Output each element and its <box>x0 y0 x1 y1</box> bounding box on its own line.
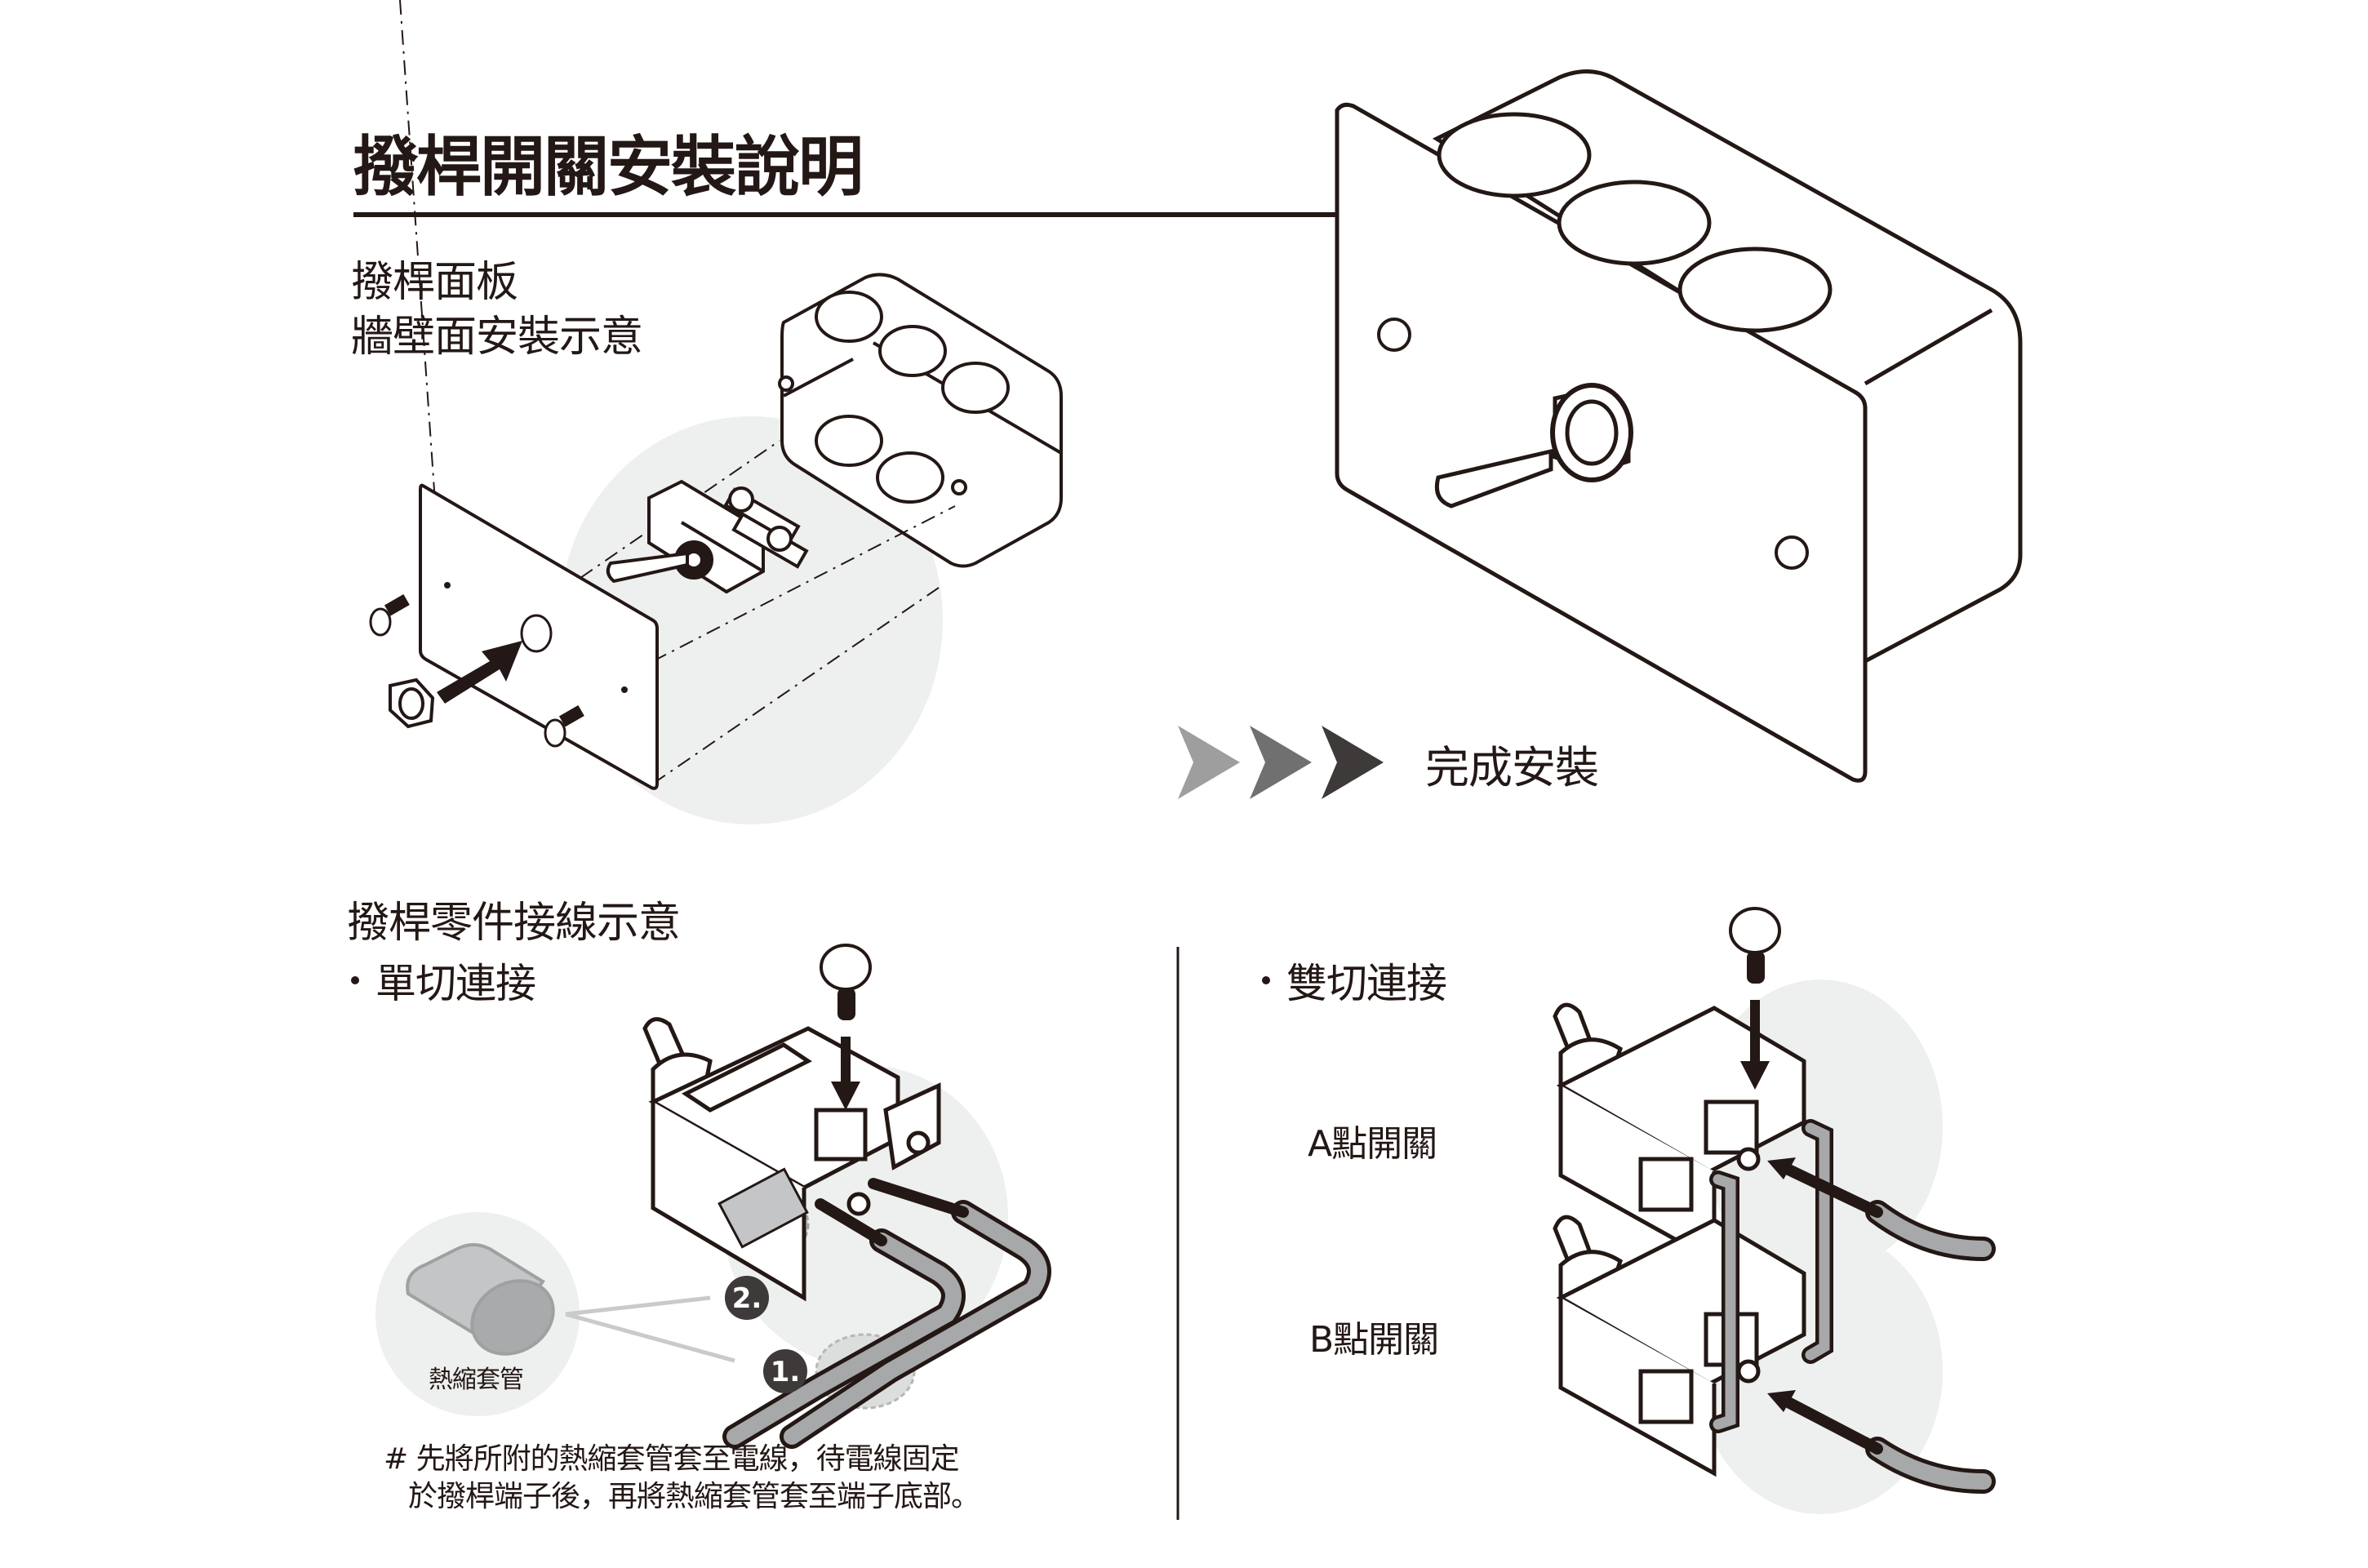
single-cut-diagram: 2. 1. <box>375 944 1051 1449</box>
note-line-2: 於撥桿端子後，再將熱縮套管套至端子底部。 <box>408 1480 980 1513</box>
installed-switch-box <box>1335 69 2023 783</box>
insert-arrow-icon <box>437 641 522 704</box>
chevron-arrow-1 <box>1178 726 1240 799</box>
double-cut-diagram <box>1553 907 1996 1514</box>
panel-section-title-line1: 撥桿面板 <box>351 258 518 307</box>
heat-shrink-label: 熱縮套管 <box>429 1366 524 1394</box>
exploded-view <box>369 0 1063 824</box>
double-cut-heading: 雙切連接 <box>1262 951 1447 1010</box>
screw-icon <box>369 593 584 748</box>
screw-icon <box>1729 907 1781 1090</box>
bullet-icon <box>351 976 359 984</box>
bullet-icon <box>1262 976 1270 984</box>
wiring-section-heading: 撥桿零件接線示意 <box>347 899 681 948</box>
chevron-arrow-2 <box>1250 726 1312 799</box>
step-badge-2: 2. <box>725 1276 769 1320</box>
step-badge-1: 1. <box>763 1349 807 1393</box>
switch-a-label: A點開關 <box>1308 1123 1437 1165</box>
completion-label: 完成安裝 <box>1425 742 1599 793</box>
single-cut-label: 單切連接 <box>375 960 536 1007</box>
svg-text:2.: 2. <box>732 1282 762 1315</box>
double-cut-label: 雙切連接 <box>1286 960 1447 1007</box>
hex-nut-icon <box>389 677 435 729</box>
page-title: 撥桿開關安裝說明 <box>353 129 864 205</box>
junction-box-small-icon <box>778 273 1063 568</box>
toggle-switch-small-icon <box>606 479 809 594</box>
heat-shrink-tube-icon <box>406 1243 555 1356</box>
screw-icon <box>820 944 872 1110</box>
installation-note: # 先將所附的熱縮套管套至電線，待電線固定 於撥桿端子後，再將熱縮套管套至端子底… <box>384 1441 980 1516</box>
svg-text:1.: 1. <box>771 1356 801 1388</box>
single-cut-heading: 單切連接 <box>351 951 536 1010</box>
note-line-1: # 先將所附的熱縮套管套至電線，待電線固定 <box>384 1442 960 1476</box>
completion-arrows <box>1178 726 1384 799</box>
switch-b-label: B點開關 <box>1309 1319 1439 1361</box>
panel-section-title-line2: 牆壁面安裝示意 <box>351 313 643 362</box>
chevron-arrow-3 <box>1322 726 1384 799</box>
